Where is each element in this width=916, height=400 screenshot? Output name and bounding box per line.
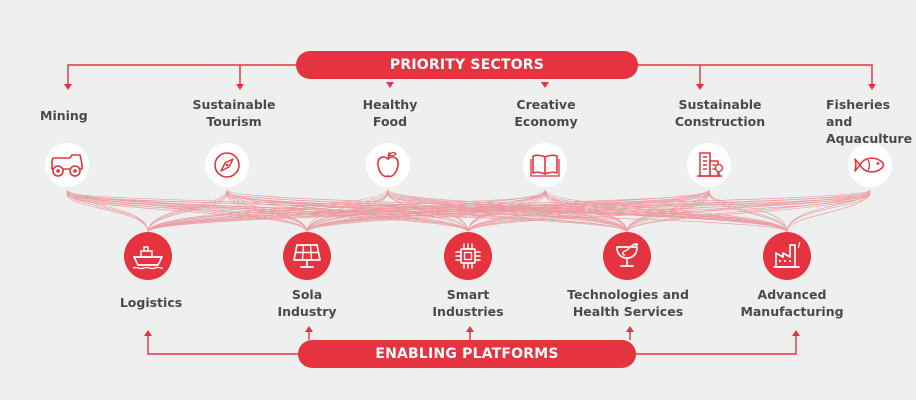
link-line xyxy=(147,189,389,233)
arrow-to-fisheries xyxy=(868,84,876,90)
arrow-up-platform-2 xyxy=(466,326,474,332)
bottom-connector-left xyxy=(147,336,300,355)
health-cup-icon xyxy=(603,232,651,280)
top-connector-left xyxy=(67,64,298,84)
arrow-up-platform-1 xyxy=(305,326,313,332)
link-line xyxy=(467,189,871,233)
factory-icon xyxy=(763,232,811,280)
platform-label-logistics: Logistics xyxy=(119,295,183,310)
arrow-to-tourism xyxy=(236,84,244,90)
priority-sectors-title: PRIORITY SECTORS xyxy=(389,57,545,73)
link-web xyxy=(66,189,871,233)
link-line xyxy=(147,191,871,233)
chip-icon xyxy=(444,232,492,280)
buildings-icon xyxy=(687,143,731,187)
sector-label-sustainable-construction: Sustainable Construction xyxy=(674,97,766,129)
link-line xyxy=(147,189,871,233)
link-line xyxy=(626,189,871,233)
priority-sectors-banner: PRIORITY SECTORS xyxy=(296,51,638,79)
enabling-platforms-title: ENABLING PLATFORMS xyxy=(375,346,559,362)
enabling-platforms-banner: ENABLING PLATFORMS xyxy=(298,340,636,368)
bottom-connector-right xyxy=(634,336,797,355)
sector-label-sustainable-tourism: Sustainable Tourism xyxy=(192,97,276,129)
mining-truck-icon xyxy=(45,143,89,187)
link-line xyxy=(467,193,871,233)
platform-label-sola-industry: Sola Industry xyxy=(277,287,337,319)
arrow-to-manufacturing xyxy=(792,330,800,336)
platform-label-smart-industries: Smart Industries xyxy=(432,287,504,319)
compass-icon xyxy=(205,143,249,187)
solar-panel-icon xyxy=(283,232,331,280)
link-line xyxy=(786,189,871,233)
sector-label-creative-economy: Creative Economy xyxy=(514,97,578,129)
apple-icon xyxy=(366,143,410,187)
top-connector-right xyxy=(636,64,873,84)
link-line xyxy=(147,193,228,233)
book-icon xyxy=(523,143,567,187)
arrow-to-logistics xyxy=(144,330,152,336)
link-line xyxy=(626,193,871,233)
sector-label-mining: Mining xyxy=(40,108,88,123)
arrow-to-creative-economy xyxy=(541,82,549,88)
arrow-up-platform-3 xyxy=(626,326,634,332)
link-line xyxy=(786,193,871,233)
link-line xyxy=(66,193,149,233)
sector-label-fisheries-aquaculture: Fisheries and Aquaculture xyxy=(826,97,913,146)
sector-label-healthy-food: Healthy Food xyxy=(362,97,418,129)
link-line xyxy=(306,189,871,233)
arrow-to-healthy-food xyxy=(386,82,394,88)
arrow-to-mining xyxy=(64,84,72,90)
arrow-to-construction xyxy=(696,84,704,90)
platform-label-advanced-manufacturing: Advanced Manufacturing xyxy=(740,287,844,319)
ship-icon xyxy=(124,232,172,280)
platform-label-technologies-health: Technologies and Health Services xyxy=(567,287,689,319)
fish-icon xyxy=(848,143,892,187)
link-line xyxy=(147,193,871,233)
